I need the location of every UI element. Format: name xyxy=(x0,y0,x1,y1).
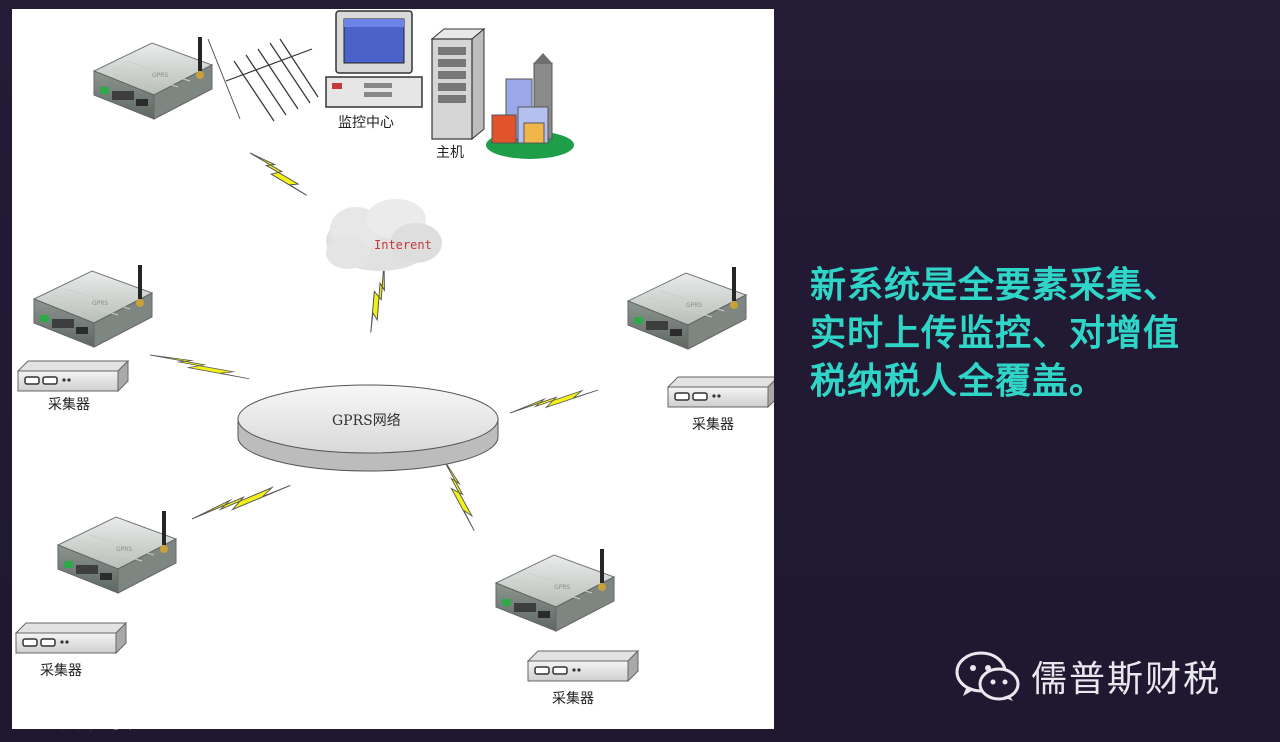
internet-cloud-icon xyxy=(326,199,442,271)
gprs-device-bottom-right xyxy=(495,548,615,632)
gprs-device-top-left xyxy=(93,36,213,120)
logo-100-icon xyxy=(12,707,52,729)
collector-box-bottom-left xyxy=(15,622,127,654)
brand-name: 儒普斯财税 xyxy=(1031,659,1222,700)
gprs-device-bottom-left xyxy=(57,510,177,594)
gprs-network-disc xyxy=(237,384,499,472)
connection-lines xyxy=(207,38,241,120)
wechat-icon xyxy=(955,651,1020,701)
host-server-icon xyxy=(430,27,486,141)
collector-label-left: 采集器 xyxy=(48,396,90,413)
gprs-device-left xyxy=(33,264,153,348)
collector-label-bottom-left: 采集器 xyxy=(40,662,82,679)
host-label: 主机 xyxy=(436,145,464,161)
collector-box-bottom-right xyxy=(527,650,639,682)
internet-label: Interent xyxy=(374,238,432,252)
watermark: 大数跨境 xyxy=(10,703,144,733)
collector-box-right xyxy=(667,376,774,408)
collector-label-bottom-right: 采集器 xyxy=(552,690,594,707)
collector-label-right: 采集器 xyxy=(692,416,734,433)
network-diagram: GPRS xyxy=(12,9,774,729)
headline-line-2: 实时上传监控、对增值 xyxy=(810,313,1181,354)
lightning-icon xyxy=(509,366,599,437)
gprs-network-label: GPRS网络 xyxy=(332,413,401,429)
network-diagram-svg: GPRS xyxy=(15,10,774,707)
headline-line-1: 新系统是全要素采集、 xyxy=(810,265,1181,306)
lightning-icon xyxy=(244,152,312,196)
city-buildings-icon xyxy=(486,53,574,159)
brand-signature: 儒普斯财税 xyxy=(955,650,1221,702)
gprs-device-right xyxy=(627,266,747,350)
lightning-icon xyxy=(420,456,497,532)
headline-line-3: 税纳税人全覆盖。 xyxy=(810,361,1107,402)
watermark-text: 大数跨境 xyxy=(60,707,144,732)
lightning-icon xyxy=(149,354,250,380)
monitor-computer-icon xyxy=(325,10,423,108)
headline-text: 新系统是全要素采集、 实时上传监控、对增值 税纳税人全覆盖。 xyxy=(810,262,1260,406)
lightning-icon xyxy=(191,459,291,545)
collector-box-left xyxy=(17,360,129,392)
monitor-center-label: 监控中心 xyxy=(338,115,394,131)
antenna-icon xyxy=(225,38,319,122)
lightning-icon xyxy=(351,262,404,333)
